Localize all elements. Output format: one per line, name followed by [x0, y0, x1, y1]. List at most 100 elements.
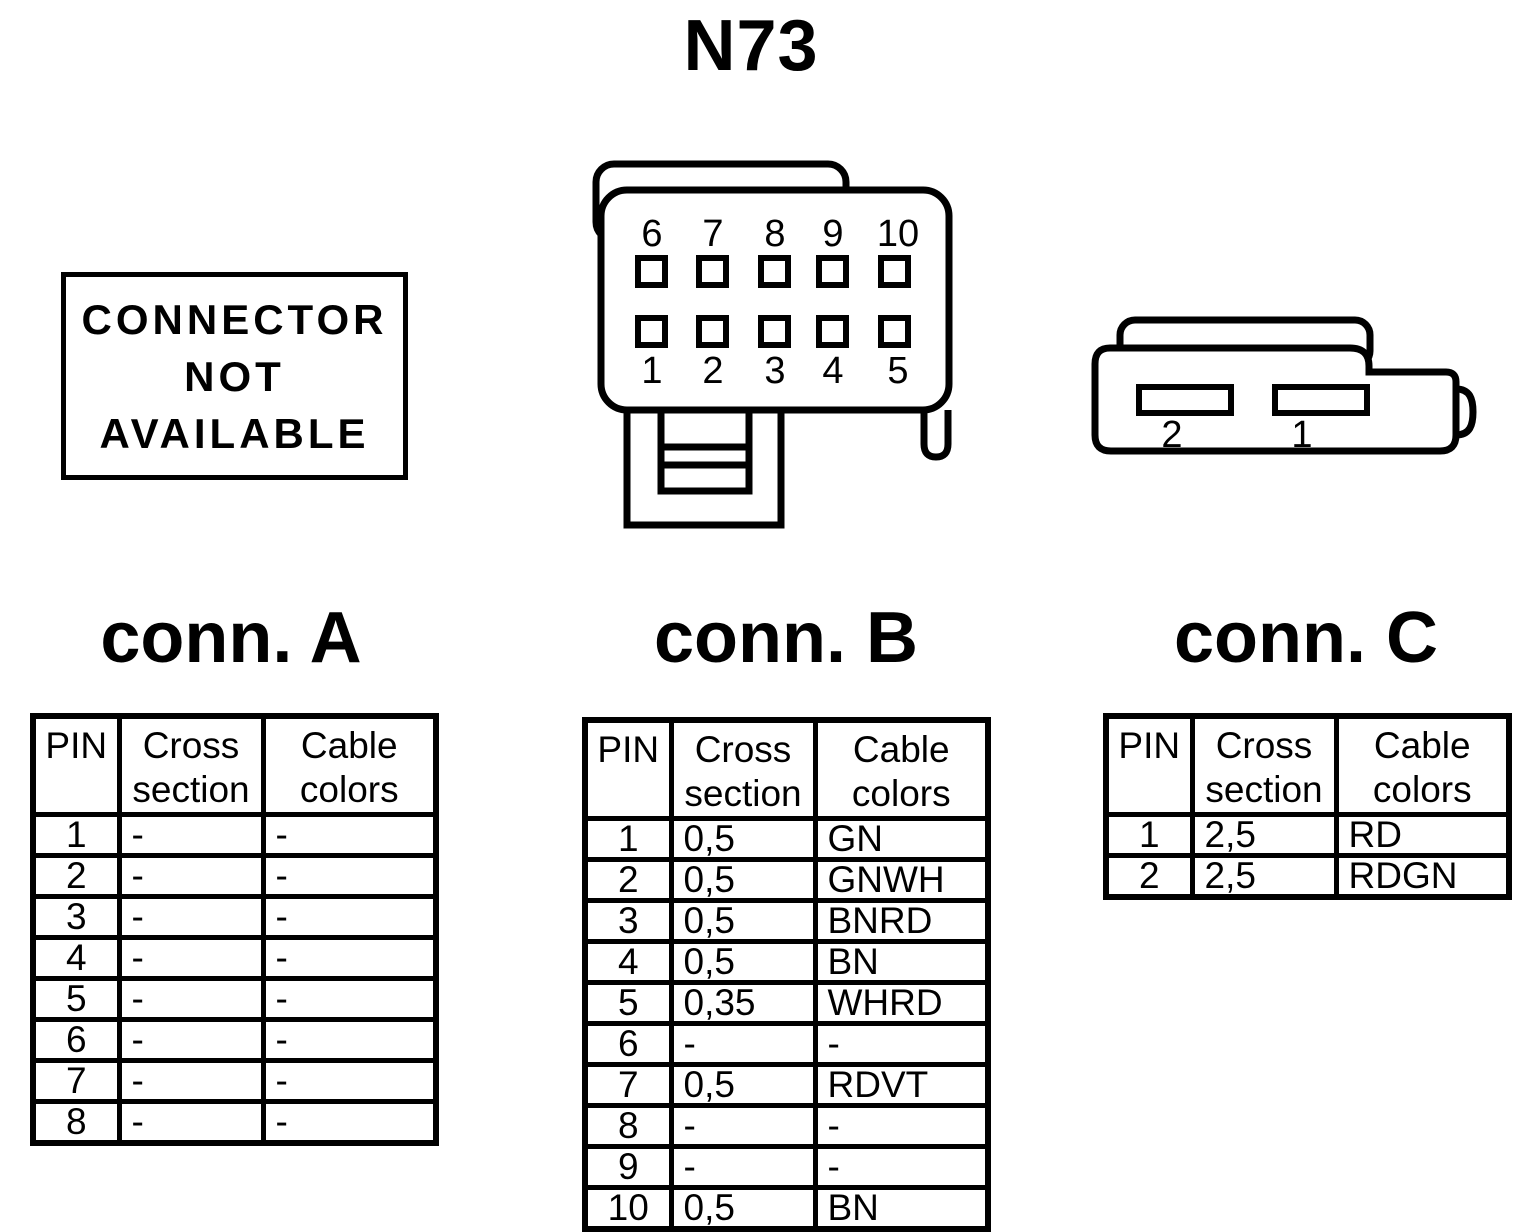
pin-cell: 2: [30, 853, 122, 899]
column-header: PIN: [1103, 713, 1195, 817]
pin-cell: 4: [30, 935, 122, 981]
notice-line: AVAILABLE: [99, 409, 370, 457]
connector-b-body: [597, 186, 953, 414]
table-row: 6--: [30, 1017, 439, 1063]
cable-color-cell: GN: [812, 816, 991, 862]
column-header: Cross section: [1189, 713, 1339, 817]
cross-section-cell: 0,5: [668, 1185, 818, 1232]
column-header: Cable colors: [1333, 713, 1512, 817]
cross-section-cell: 0,5: [668, 939, 818, 985]
pin-cell: 3: [582, 898, 674, 944]
pin-square: [758, 315, 791, 348]
pin-number-label: 2: [702, 350, 723, 392]
pin-square: [816, 315, 849, 348]
conn-c-title: conn. C: [1174, 598, 1438, 678]
slot-number-label: 1: [1291, 414, 1312, 456]
cable-color-cell: GNWH: [812, 857, 991, 903]
column-header: Cross section: [668, 717, 818, 821]
pin-cell: 5: [30, 976, 122, 1022]
cross-section-cell: -: [116, 1017, 266, 1063]
cross-section-cell: -: [116, 976, 266, 1022]
cross-section-cell: 0,35: [668, 980, 818, 1026]
table-row: 5--: [30, 976, 439, 1022]
cross-section-cell: 2,5: [1189, 812, 1339, 858]
pin-number-label: 10: [877, 213, 919, 255]
cable-color-cell: -: [260, 935, 439, 981]
pin-square: [696, 315, 729, 348]
connector-not-available-box: CONNECTOR NOT AVAILABLE: [61, 272, 408, 480]
column-header: Cable colors: [812, 717, 991, 821]
notice-line: NOT: [184, 352, 285, 400]
notice-line: CONNECTOR: [81, 295, 388, 343]
cross-section-cell: 0,5: [668, 857, 818, 903]
pin-cell: 2: [582, 857, 674, 903]
conn-a-title: conn. A: [100, 598, 362, 678]
pin-square: [635, 315, 668, 348]
pin-square: [696, 255, 729, 288]
column-header: Cable colors: [260, 713, 439, 817]
pin-square: [635, 255, 668, 288]
connector-c-side-bump: [1455, 385, 1477, 439]
cable-color-cell: -: [260, 853, 439, 899]
cable-color-cell: RDVT: [812, 1062, 991, 1108]
pin-cell: 6: [30, 1017, 122, 1063]
pin-number-label: 6: [641, 213, 662, 255]
slot-number-label: 2: [1161, 414, 1182, 456]
pin-number-label: 5: [887, 350, 908, 392]
pin-number-label: 8: [764, 213, 785, 255]
pin-cell: 1: [582, 816, 674, 862]
pin-square: [878, 315, 911, 348]
pin-cell: 10: [582, 1185, 674, 1232]
cable-color-cell: BN: [812, 1185, 991, 1232]
pin-square: [816, 255, 849, 288]
cable-color-cell: WHRD: [812, 980, 991, 1026]
pin-cell: 4: [582, 939, 674, 985]
table-row: 8--: [582, 1103, 991, 1149]
cross-section-cell: -: [668, 1103, 818, 1149]
cross-section-cell: -: [116, 935, 266, 981]
table-row: 8--: [30, 1099, 439, 1146]
pin-cell: 1: [30, 812, 122, 858]
cross-section-cell: 0,5: [668, 1062, 818, 1108]
terminal-slot: [1272, 384, 1370, 416]
table-row: 2--: [30, 853, 439, 899]
pin-number-label: 3: [764, 350, 785, 392]
conn-b-title: conn. B: [654, 598, 918, 678]
table-row: 7--: [30, 1058, 439, 1104]
cable-color-cell: -: [812, 1144, 991, 1190]
table-row: 1--: [30, 812, 439, 858]
pin-cell: 7: [582, 1062, 674, 1108]
pin-cell: 3: [30, 894, 122, 940]
connector-b-retainer-leg: [920, 410, 952, 461]
cross-section-cell: 0,5: [668, 816, 818, 862]
pin-cell: 2: [1103, 853, 1195, 900]
column-header: Cross section: [116, 713, 266, 817]
cable-color-cell: RDGN: [1333, 853, 1512, 900]
pin-number-label: 9: [822, 213, 843, 255]
column-header: PIN: [30, 713, 122, 817]
connector-c-diagram: 2 1: [1091, 316, 1477, 456]
cable-color-cell: -: [260, 894, 439, 940]
pin-cell: 8: [30, 1099, 122, 1146]
pin-cell: 5: [582, 980, 674, 1026]
pin-cell: 8: [582, 1103, 674, 1149]
cross-section-cell: -: [668, 1144, 818, 1190]
cable-color-cell: BNRD: [812, 898, 991, 944]
